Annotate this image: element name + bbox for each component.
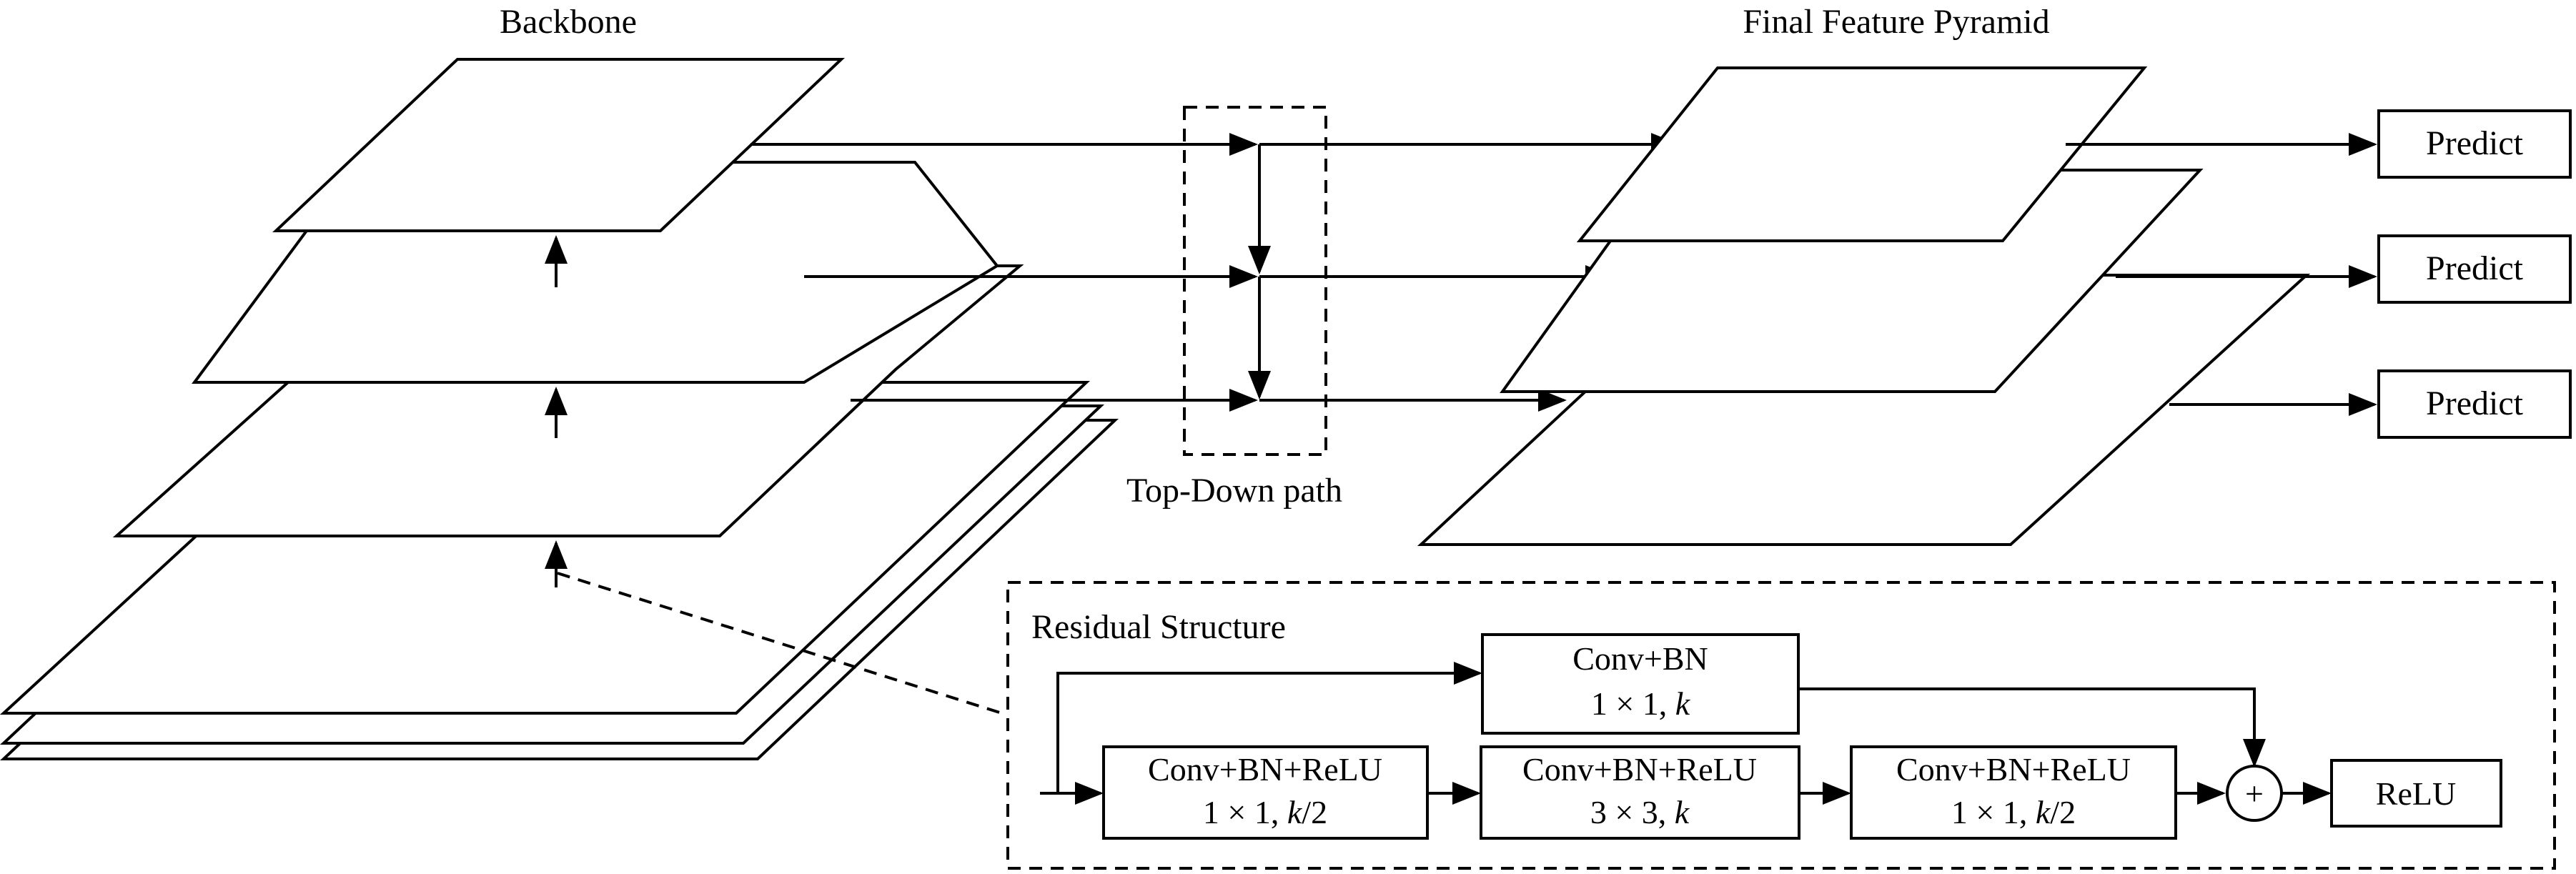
final-pyramid-stack xyxy=(1417,66,2311,546)
block2-line2: 3 × 3, k xyxy=(1590,794,1690,830)
residual-label: Residual Structure xyxy=(1031,608,1286,646)
shortcut-to-sum xyxy=(1798,687,2266,768)
residual-block-3: Conv+BN+ReLU 1 × 1, k/2 xyxy=(1850,745,2177,840)
backbone-layer-c4 xyxy=(272,58,846,232)
predict-label-3: Predict xyxy=(2426,384,2524,422)
predict-label-2: Predict xyxy=(2426,249,2524,287)
shortcut-conv-box: Conv+BN 1 × 1, k xyxy=(1481,633,1800,735)
top-down-box xyxy=(1183,106,1327,456)
backbone-label: Backbone xyxy=(500,3,637,41)
relu-box: ReLU xyxy=(2330,759,2502,828)
top-down-label: Top-Down path xyxy=(1126,472,1342,510)
residual-pointer xyxy=(557,572,1007,716)
shortcut-line xyxy=(1056,662,1482,793)
final-pyramid-label: Final Feature Pyramid xyxy=(1743,3,2049,41)
sum-node: + xyxy=(2226,765,2283,822)
block1-line2: 1 × 1, k/2 xyxy=(1203,794,1327,830)
predict-box-1: Predict xyxy=(2377,109,2572,179)
pyramid-layer-p5 xyxy=(1576,66,2148,242)
shortcut-conv-line1: Conv+BN xyxy=(1572,640,1708,677)
predict-label-1: Predict xyxy=(2426,124,2524,162)
block2-line1: Conv+BN+ReLU xyxy=(1522,751,1757,788)
predict-box-2: Predict xyxy=(2377,234,2572,304)
sum-symbol: + xyxy=(2245,775,2264,812)
relu-label: ReLU xyxy=(2376,775,2456,812)
block1-line1: Conv+BN+ReLU xyxy=(1148,751,1382,788)
residual-box xyxy=(1006,581,2556,870)
shortcut-conv-line2: 1 × 1, k xyxy=(1591,685,1691,722)
backbone-stack xyxy=(0,58,1119,760)
block3-line2: 1 × 1, k/2 xyxy=(1951,794,2076,830)
block3-line1: Conv+BN+ReLU xyxy=(1896,751,2131,788)
residual-block-2: Conv+BN+ReLU 3 × 3, k xyxy=(1480,745,1800,840)
predict-box-3: Predict xyxy=(2377,369,2572,439)
residual-block-1: Conv+BN+ReLU 1 × 1, k/2 xyxy=(1102,745,1429,840)
